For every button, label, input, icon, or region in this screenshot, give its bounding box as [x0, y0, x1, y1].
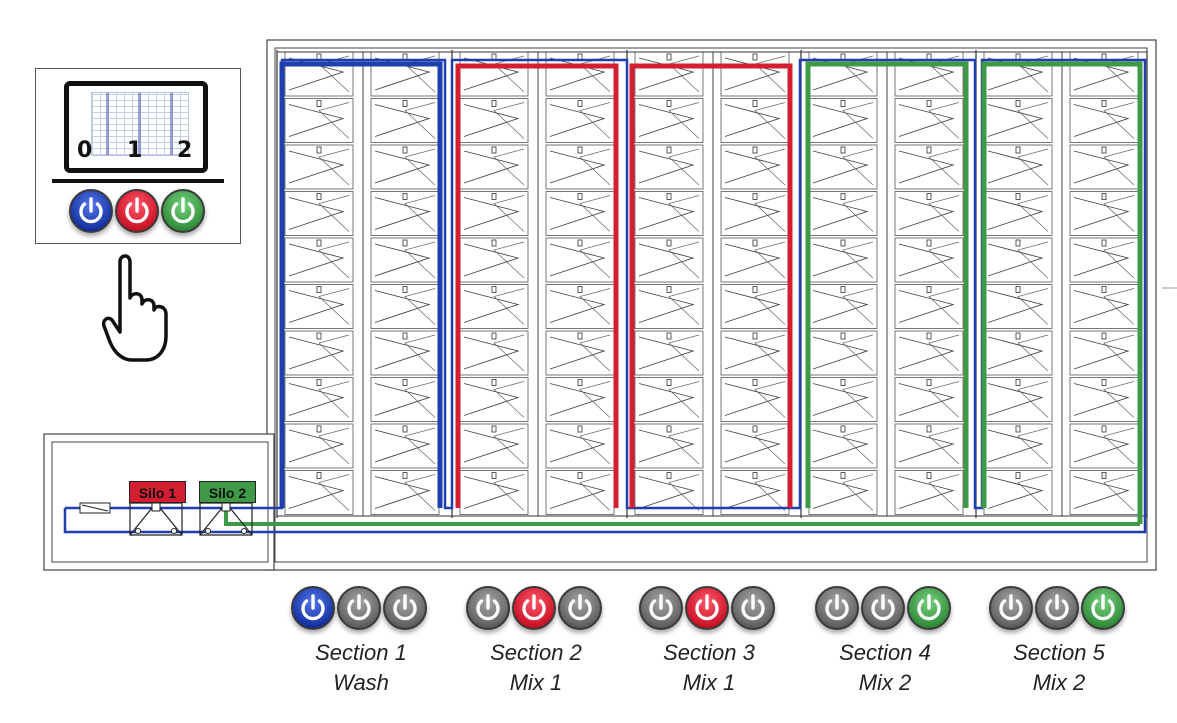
section-4-buttons: [815, 586, 955, 634]
section-5-power-button-blue[interactable]: [989, 586, 1033, 630]
section-2-power-button-green[interactable]: [558, 586, 602, 630]
section-4-mode: Mix 2: [858, 670, 912, 695]
section-2-buttons: [466, 586, 606, 634]
section-5-power-button-red[interactable]: [1035, 586, 1079, 630]
section-1-group: Section 1 Wash: [291, 586, 431, 716]
section-3-buttons: [639, 586, 779, 634]
section-1-name: Section 1: [315, 640, 407, 665]
power-icon: [347, 594, 371, 621]
barn-outer-frame: [266, 39, 1157, 571]
section-1-power-button-blue[interactable]: [291, 586, 335, 630]
section-2-power-button-blue[interactable]: [466, 586, 510, 630]
section-3-power-button-red[interactable]: [685, 586, 729, 630]
section-5-name: Section 5: [1013, 640, 1105, 665]
section-1-buttons: [291, 586, 431, 634]
section-4-pipe: [805, 61, 969, 508]
section-3-name: Section 3: [663, 640, 755, 665]
section-4-power-button-green[interactable]: [907, 586, 951, 630]
power-icon: [1045, 594, 1069, 621]
section-4-name: Section 4: [839, 640, 931, 665]
power-button-green[interactable]: [161, 189, 205, 233]
power-icon: [999, 594, 1023, 621]
section-5-group: Section 5 Mix 2: [989, 586, 1129, 716]
power-icon: [171, 197, 195, 224]
silo-2-hopper: [199, 502, 253, 536]
section-2-pipe: [455, 63, 619, 508]
silo-1-hopper: [129, 502, 183, 536]
power-icon: [393, 594, 417, 621]
section-3-power-button-blue[interactable]: [639, 586, 683, 630]
section-2-mode: Mix 1: [509, 670, 563, 695]
power-icon: [476, 594, 500, 621]
silo-room-inner-frame: [51, 441, 269, 563]
power-icon: [568, 594, 592, 621]
monitor: 0 1 2: [64, 81, 208, 173]
section-1-power-button-green[interactable]: [383, 586, 427, 630]
section-1-pipe: [279, 61, 443, 508]
section-3-power-button-green[interactable]: [731, 586, 775, 630]
monitor-label-0: 0: [77, 138, 93, 163]
power-button-red[interactable]: [115, 189, 159, 233]
silo-2-feed-pipe: [224, 508, 1140, 526]
power-button-blue[interactable]: [69, 189, 113, 233]
power-icon: [917, 594, 941, 621]
hand-pointer-icon: [102, 254, 168, 362]
silo-1-label: Silo 1: [129, 481, 186, 503]
power-icon: [301, 594, 325, 621]
section-5-power-button-green[interactable]: [1081, 586, 1125, 630]
monitor-screen-grid: [91, 92, 189, 156]
monitor-stand: [52, 179, 224, 183]
power-icon: [125, 197, 149, 224]
power-icon: [1091, 594, 1115, 621]
section-4-group: Section 4 Mix 2: [815, 586, 955, 716]
wash-pipe-loop: [63, 58, 1147, 534]
power-icon: [649, 594, 673, 621]
section-5-buttons: [989, 586, 1129, 634]
section-2-power-button-red[interactable]: [512, 586, 556, 630]
mode-selector-buttons: [69, 189, 209, 235]
silo-2-label: Silo 2: [199, 481, 256, 503]
section-3-pipe: [629, 63, 793, 508]
monitor-label-1: 1: [127, 138, 143, 163]
section-1-mode: Wash: [333, 670, 389, 695]
section-5-pipe: [981, 61, 1143, 524]
section-3-mode: Mix 1: [682, 670, 736, 695]
power-icon: [741, 594, 765, 621]
power-icon: [825, 594, 849, 621]
section-4-power-button-red[interactable]: [861, 586, 905, 630]
section-4-power-button-blue[interactable]: [815, 586, 859, 630]
power-icon: [79, 197, 103, 224]
power-icon: [871, 594, 895, 621]
section-1-power-button-red[interactable]: [337, 586, 381, 630]
power-icon: [695, 594, 719, 621]
monitor-label-2: 2: [177, 138, 193, 163]
section-5-mode: Mix 2: [1032, 670, 1086, 695]
section-2-name: Section 2: [490, 640, 582, 665]
power-icon: [522, 594, 546, 621]
section-3-group: Section 3 Mix 1: [639, 586, 779, 716]
control-panel: 0 1 2: [35, 68, 241, 244]
section-2-group: Section 2 Mix 1: [466, 586, 606, 716]
